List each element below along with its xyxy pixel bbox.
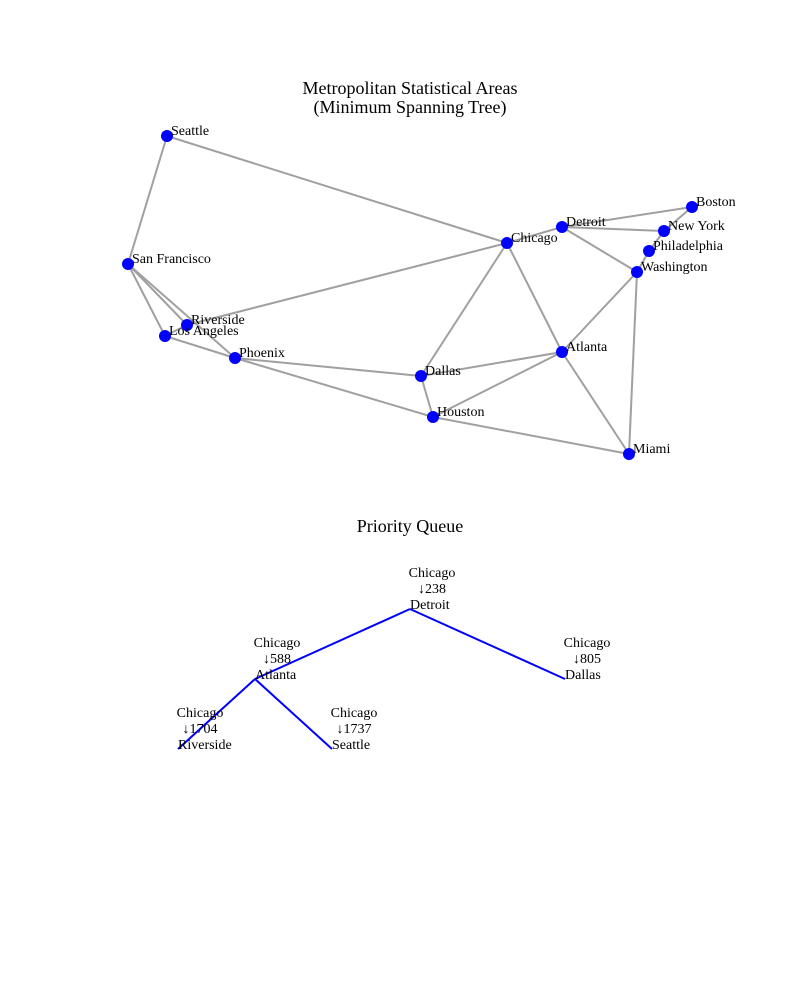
node-philadelphia xyxy=(643,245,655,257)
graph-title-line1: Metropolitan Statistical Areas xyxy=(303,78,518,98)
pq-weight-label: ↓238 xyxy=(418,582,446,597)
pq-weight-label: ↓805 xyxy=(573,652,601,667)
pq-weight-value: 1704 xyxy=(190,722,218,737)
label-boston: Boston xyxy=(696,195,736,210)
node-detroit xyxy=(556,221,568,233)
label-chicago: Chicago xyxy=(511,231,558,246)
pq-from-label: Chicago xyxy=(177,706,224,721)
label-phoenix: Phoenix xyxy=(239,346,285,361)
label-san-francisco: San Francisco xyxy=(132,252,211,267)
edge-riverside-chicago xyxy=(186,242,508,326)
pq-weight-value: 238 xyxy=(425,582,446,597)
node-dallas xyxy=(415,370,427,382)
pq-from-label: Chicago xyxy=(564,636,611,651)
edge-dallas-houston xyxy=(420,375,434,418)
label-los-angeles: Los Angeles xyxy=(169,324,239,339)
label-seattle: Seattle xyxy=(171,124,209,139)
node-riverside xyxy=(181,319,193,331)
label-new-york: New York xyxy=(668,219,725,234)
edge-atlanta-dallas xyxy=(420,351,563,377)
label-philadelphia: Philadelphia xyxy=(653,239,724,254)
pq-to-label: Detroit xyxy=(410,598,450,613)
edge-san-francisco-phoenix xyxy=(127,263,236,359)
priority-queue-lines xyxy=(177,608,566,750)
edge-phoenix-dallas xyxy=(234,357,422,377)
pq-link-pq-dallas xyxy=(409,608,566,680)
label-miami: Miami xyxy=(633,442,670,457)
priority-queue-title: Priority Queue xyxy=(357,516,463,536)
edge-seattle-san-francisco xyxy=(127,135,168,265)
pq-to-label: Dallas xyxy=(565,668,601,683)
node-boston xyxy=(686,201,698,213)
priority-queue-entries: Chicago↓238DetroitChicago↓588AtlantaChic… xyxy=(177,566,611,753)
pq-from-label: Chicago xyxy=(331,706,378,721)
label-washington: Washington xyxy=(641,260,708,275)
pq-from-label: Chicago xyxy=(409,566,456,581)
pq-from-label: Chicago xyxy=(254,636,301,651)
pq-link-pq-atlanta xyxy=(254,608,411,680)
edge-detroit-new-york xyxy=(561,226,665,232)
node-phoenix xyxy=(229,352,241,364)
node-new-york xyxy=(658,225,670,237)
mst-edges xyxy=(127,135,693,455)
edge-atlanta-miami xyxy=(561,351,630,455)
city-nodes xyxy=(122,130,698,460)
label-atlanta: Atlanta xyxy=(566,340,608,355)
edge-chicago-detroit xyxy=(506,226,563,244)
pq-link-pq-riverside xyxy=(177,678,256,750)
label-houston: Houston xyxy=(437,405,484,420)
graph-title-line2: (Minimum Spanning Tree) xyxy=(313,97,506,118)
pq-link-pq-seattle xyxy=(254,678,333,750)
pq-weight-label: ↓1737 xyxy=(337,722,372,737)
edge-chicago-dallas xyxy=(420,242,508,377)
down-arrow-icon: ↓ xyxy=(337,722,344,737)
pq-weight-value: 1737 xyxy=(344,722,372,737)
node-miami xyxy=(623,448,635,460)
node-atlanta xyxy=(556,346,568,358)
edge-san-francisco-los-angeles xyxy=(127,263,166,337)
down-arrow-icon: ↓ xyxy=(418,582,425,597)
edge-atlanta-houston xyxy=(432,351,563,418)
edge-washington-atlanta xyxy=(561,271,638,353)
pq-weight-label: ↓1704 xyxy=(183,722,218,737)
edge-detroit-washington xyxy=(561,226,638,273)
node-chicago xyxy=(501,237,513,249)
edge-phoenix-houston xyxy=(234,357,434,418)
pq-to-label: Riverside xyxy=(178,738,232,753)
label-detroit: Detroit xyxy=(566,215,606,230)
edge-seattle-chicago xyxy=(166,135,508,244)
pq-weight-label: ↓588 xyxy=(263,652,291,667)
down-arrow-icon: ↓ xyxy=(183,722,190,737)
edge-chicago-atlanta xyxy=(506,242,563,353)
label-riverside: Riverside xyxy=(191,313,245,328)
edge-boston-new-york xyxy=(663,206,693,232)
node-san-francisco xyxy=(122,258,134,270)
pq-to-label: Seattle xyxy=(332,738,370,753)
node-houston xyxy=(427,411,439,423)
down-arrow-icon: ↓ xyxy=(263,652,270,667)
down-arrow-icon: ↓ xyxy=(573,652,580,667)
node-los-angeles xyxy=(159,330,171,342)
label-dallas: Dallas xyxy=(425,364,461,379)
node-seattle xyxy=(161,130,173,142)
edge-san-francisco-riverside xyxy=(127,263,188,326)
pq-to-label: Atlanta xyxy=(255,668,297,683)
node-washington xyxy=(631,266,643,278)
edge-los-angeles-phoenix xyxy=(164,335,236,359)
edge-houston-miami xyxy=(432,416,630,455)
edge-washington-miami xyxy=(628,271,638,455)
pq-weight-value: 805 xyxy=(580,652,601,667)
pq-weight-value: 588 xyxy=(270,652,291,667)
edge-detroit-boston xyxy=(561,206,693,228)
